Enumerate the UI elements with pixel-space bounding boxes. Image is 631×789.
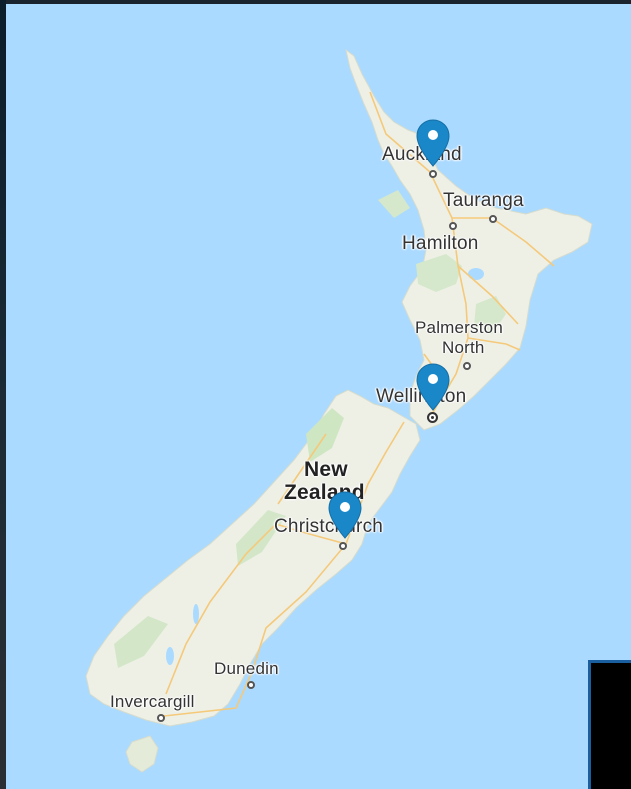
city-label-dunedin[interactable]: Dunedin [214, 659, 279, 678]
map-pin-icon[interactable] [415, 118, 451, 168]
lake [193, 604, 199, 624]
city-label-palmerston-line2[interactable]: North [442, 338, 485, 357]
lake [468, 268, 484, 280]
vegetation-area [378, 190, 410, 218]
vegetation-area [114, 616, 168, 668]
lake [166, 647, 174, 665]
city-label-hamilton[interactable]: Hamilton [402, 233, 479, 254]
city-label-invercargill[interactable]: Invercargill [110, 692, 195, 711]
city-dot-auckland[interactable] [429, 170, 437, 178]
window-left-edge [0, 0, 6, 789]
vegetation-area [416, 254, 462, 292]
overlay-panel [588, 660, 631, 789]
city-dot-tauranga[interactable] [489, 215, 497, 223]
city-dot-invercargill[interactable] [157, 714, 165, 722]
city-dot-dunedin[interactable] [247, 681, 255, 689]
city-dot-christchurch[interactable] [339, 542, 347, 550]
stewart-island [125, 735, 159, 773]
vegetation-area [474, 296, 506, 334]
city-dot-palmerston-north[interactable] [463, 362, 471, 370]
map-viewport[interactable]: Auckland Tauranga Hamilton Palmerston No… [6, 4, 631, 789]
city-label-palmerston-line1[interactable]: Palmerston [415, 318, 503, 337]
map-pin-icon[interactable] [327, 490, 363, 540]
map-pin-icon[interactable] [415, 362, 451, 412]
map-canvas[interactable] [6, 4, 631, 789]
city-dot-wellington[interactable] [427, 412, 438, 423]
city-dot-hamilton[interactable] [449, 222, 457, 230]
south-island [85, 389, 421, 727]
city-label-tauranga[interactable]: Tauranga [443, 190, 524, 211]
road-network [163, 91, 555, 717]
window-top-edge [0, 0, 631, 4]
country-label-line1: New [304, 458, 348, 481]
north-island [345, 48, 593, 431]
